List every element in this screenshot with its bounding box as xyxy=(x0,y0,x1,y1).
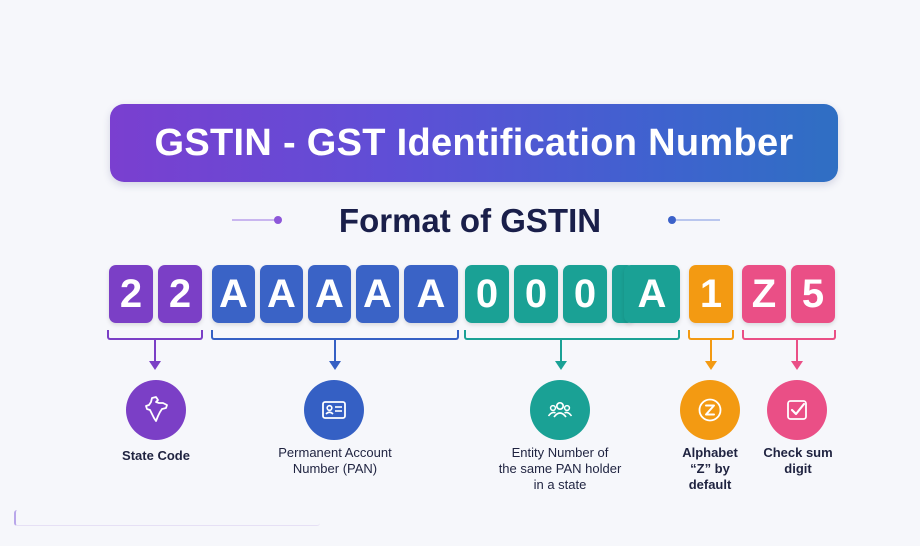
char-box: 0 xyxy=(514,265,558,323)
alphabet-circle xyxy=(680,380,740,440)
people-group-icon xyxy=(547,401,573,418)
char-box: A xyxy=(260,265,303,323)
char-box: A xyxy=(308,265,351,323)
state-code-circle xyxy=(126,380,186,440)
arrow-checksum xyxy=(791,361,803,370)
subtitle: Format of GSTIN xyxy=(338,202,602,239)
id-card-icon xyxy=(322,401,346,419)
pan-label: Permanent Account Number (PAN) xyxy=(278,445,392,476)
char-box: A xyxy=(404,265,458,323)
char-box: A xyxy=(212,265,255,323)
arrow-state-code xyxy=(149,361,161,370)
page-title: GSTIN - GST Identification Number xyxy=(154,121,794,164)
char-box: A xyxy=(624,265,680,323)
char-box: 2 xyxy=(158,265,202,323)
subtitle-left-dot xyxy=(274,216,282,224)
bracket-alphabet xyxy=(688,330,734,340)
char-box: 2 xyxy=(109,265,153,323)
char-box: A xyxy=(356,265,399,323)
entity-circle xyxy=(530,380,590,440)
bracket-state-code xyxy=(107,330,203,340)
char-box: 0 xyxy=(465,265,509,323)
checkbox-icon xyxy=(787,400,807,420)
pan-circle xyxy=(304,380,364,440)
bracket-entity xyxy=(464,330,680,340)
entity-label: Entity Number of the same PAN holder in … xyxy=(498,445,622,492)
india-map-icon xyxy=(145,396,168,422)
stem-pan xyxy=(334,340,336,362)
char-box: Z xyxy=(742,265,786,323)
state-code-label: State Code xyxy=(122,448,190,463)
arrow-entity xyxy=(555,361,567,370)
checksum-circle xyxy=(767,380,827,440)
stem-checksum xyxy=(796,340,798,362)
bracket-checksum xyxy=(742,330,836,340)
subtitle-left-line xyxy=(232,219,276,221)
stem-entity xyxy=(560,340,562,362)
letter-z-icon xyxy=(698,398,722,422)
stem-state-code xyxy=(154,340,156,362)
stem-alphabet xyxy=(710,340,712,362)
char-box: 5 xyxy=(791,265,835,323)
char-box: 1 xyxy=(689,265,733,323)
bottom-decoration xyxy=(14,510,320,526)
arrow-pan xyxy=(329,361,341,370)
checksum-label: Check sum digit xyxy=(763,445,833,476)
char-box: 0 xyxy=(563,265,607,323)
alphabet-label: Alphabet “Z” by default xyxy=(682,445,738,492)
subtitle-right-dot xyxy=(668,216,676,224)
subtitle-right-line xyxy=(676,219,720,221)
title-banner: GSTIN - GST Identification Number xyxy=(110,104,838,182)
arrow-alphabet xyxy=(705,361,717,370)
bracket-pan xyxy=(211,330,459,340)
